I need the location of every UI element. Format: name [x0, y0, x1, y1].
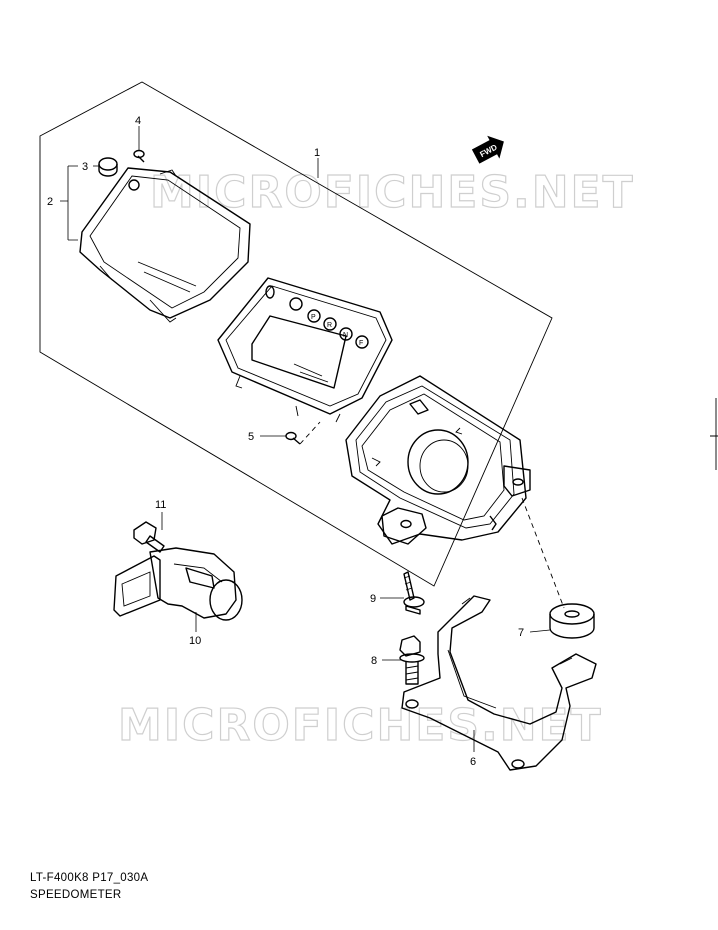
bracket: [401, 595, 597, 771]
indicator-r: R: [327, 322, 332, 329]
meter-cover: [79, 167, 251, 323]
flange-bolt: [399, 635, 425, 685]
sensor-bolt: [133, 521, 165, 553]
leader-2: [60, 165, 78, 241]
diagram-title: SPEEDOMETER: [30, 889, 122, 901]
fwd-arrow-icon: FWD: [471, 135, 504, 164]
tapping-screw: [403, 571, 425, 615]
speed-sensor: [113, 547, 243, 621]
meter-housing: [345, 375, 531, 545]
callout-7: 7: [518, 627, 524, 639]
callout-2: 2: [47, 196, 53, 208]
watermark-top: MICROFICHES.NET: [150, 167, 635, 218]
dash-mount-line: [521, 497, 565, 609]
rubber-mount: [549, 603, 595, 639]
screw-upper: [133, 149, 145, 163]
callout-9: 9: [370, 593, 376, 605]
screw-lower: [285, 431, 301, 445]
display-panel: P R N F: [217, 277, 393, 423]
callout-6: 6: [470, 756, 476, 768]
indicator-n: N: [343, 332, 348, 339]
grommet: [98, 157, 118, 177]
callout-3: 3: [82, 161, 88, 173]
watermark-bottom: MICROFICHES.NET: [118, 700, 603, 751]
edge-mark: [710, 398, 718, 470]
callout-8: 8: [371, 655, 377, 667]
callout-10: 10: [189, 635, 201, 647]
diagram-code: LT-F400K8 P17_030A: [30, 872, 149, 884]
indicator-p: P: [311, 314, 316, 321]
assembly-frame: [39, 81, 553, 587]
indicator-f: F: [359, 340, 363, 347]
leader-7: [529, 629, 551, 633]
dash-screw-line: [299, 421, 321, 445]
callout-11: 11: [155, 499, 166, 511]
callout-5: 5: [248, 431, 254, 443]
callout-4: 4: [135, 115, 141, 127]
callout-1: 1: [314, 147, 320, 159]
